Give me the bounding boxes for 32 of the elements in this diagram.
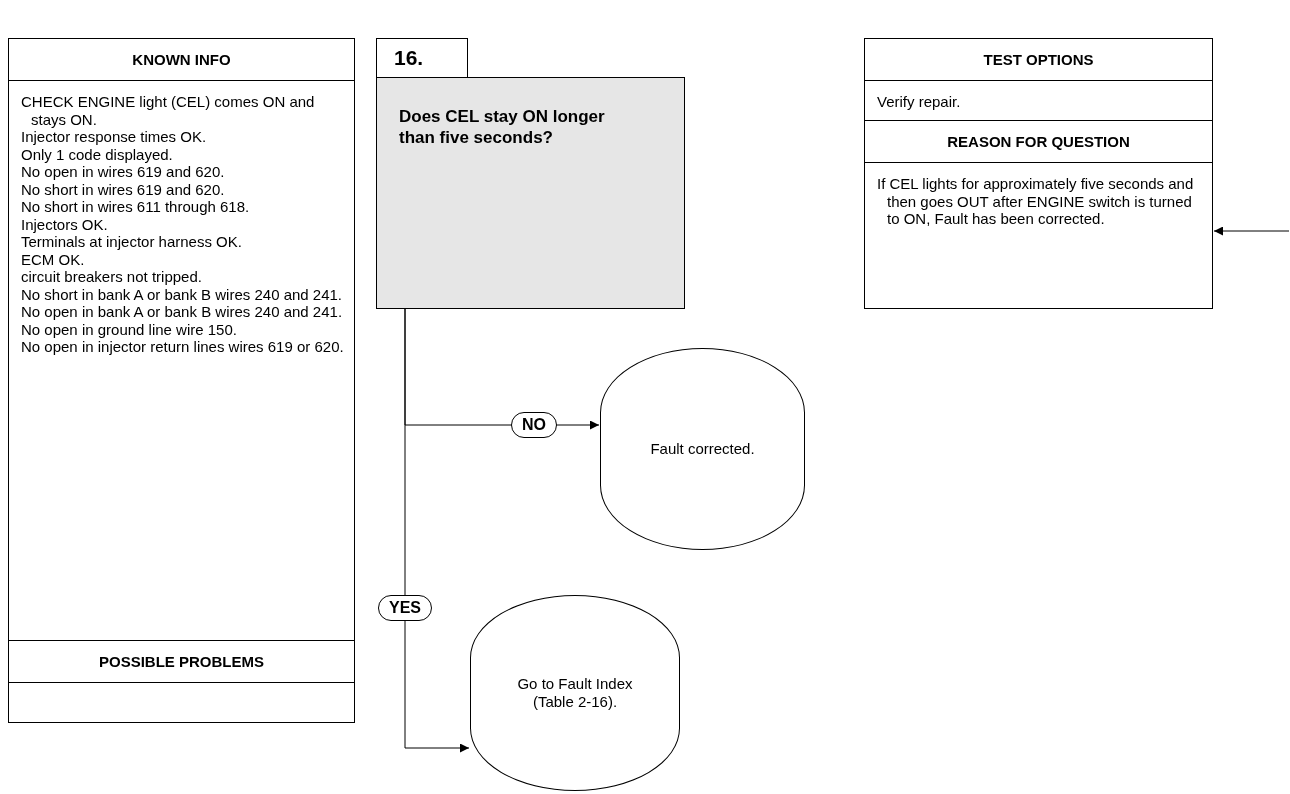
- edge-label: NO: [511, 412, 557, 438]
- panel-heading: REASON FOR QUESTION: [946, 132, 1131, 152]
- info-text: If CEL lights for approximately five seconds and then goes OUT after ENGINE switch is turned to ON, Fault has been corrected.: [877, 175, 1195, 228]
- question-text: Does CEL stay ON longer than five seconds?: [399, 106, 606, 148]
- edge-label: YES: [378, 595, 432, 621]
- info-text: Injector response times OK.: [21, 128, 208, 146]
- result-terminal: Go to Fault Index (Table 2-16).: [470, 595, 680, 791]
- panel-heading: POSSIBLE PROBLEMS: [98, 652, 265, 672]
- info-panel: [864, 38, 1213, 121]
- info-text: No short in wires 619 and 620.: [21, 180, 226, 198]
- info-text: No open in wires 619 and 620.: [21, 163, 226, 181]
- info-text: Only 1 code displayed.: [21, 145, 174, 163]
- info-text: No open in ground line wire 150.: [21, 320, 238, 338]
- info-panel: [8, 640, 355, 723]
- result-terminal: Fault corrected.: [600, 348, 805, 550]
- info-text: No short in wires 611 through 618.: [21, 198, 251, 216]
- info-text: No short in bank A or bank B wires 240 and 241.: [21, 285, 344, 303]
- info-text: Terminals at injector harness OK.: [21, 233, 243, 251]
- info-text: ECM OK.: [21, 250, 86, 268]
- info-text: No open in bank A or bank B wires 240 and 241.: [21, 303, 344, 321]
- arrow: [1213, 226, 1290, 236]
- info-text: Injectors OK.: [21, 215, 109, 233]
- panel-heading: KNOWN INFO: [131, 50, 232, 70]
- info-panel: [8, 38, 355, 641]
- info-panel: [864, 120, 1213, 309]
- panel-heading: TEST OPTIONS: [982, 50, 1095, 70]
- step-number-tab: 16.: [376, 38, 468, 78]
- arrow: [404, 308, 470, 753]
- info-text: CHECK ENGINE light (CEL) comes ON and stays ON.: [21, 93, 316, 128]
- info-text: Verify repair.: [877, 93, 962, 111]
- info-text: circuit breakers not tripped.: [21, 268, 203, 286]
- info-text: No open in injector return lines wires 619 or 620.: [21, 338, 345, 356]
